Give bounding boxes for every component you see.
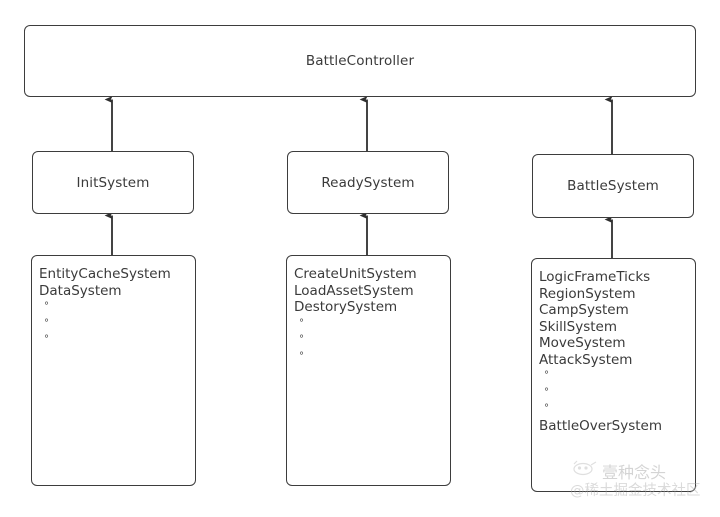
list-item: LoadAssetSystem — [294, 282, 414, 299]
node-init-system-label: InitSystem — [76, 174, 150, 191]
list-item: EntityCacheSystem — [39, 266, 171, 282]
list-item: AttackSystem — [539, 351, 633, 368]
list-item: MoveSystem — [539, 335, 626, 351]
list-item: DestorySystem — [294, 299, 398, 315]
ellipsis-dot-icon — [539, 368, 695, 385]
ellipsis-dot-icon — [539, 401, 695, 418]
node-ready-system[interactable]: ReadySystem — [287, 151, 449, 214]
ellipsis-dot-icon — [294, 316, 450, 333]
list-item: LogicFrameTicks — [539, 269, 651, 285]
list-item: DataSystem — [39, 282, 122, 299]
node-ready-system-label: ReadySystem — [321, 174, 415, 191]
list-item: CampSystem — [539, 302, 629, 318]
ellipsis-dot-icon — [39, 299, 195, 316]
list-item: BattleOverSystem — [539, 417, 662, 434]
ellipsis-dot-icon — [294, 332, 450, 349]
node-battle-controller[interactable]: BattleController — [24, 25, 696, 97]
ellipsis-dot-icon — [39, 316, 195, 333]
node-battle-system[interactable]: BattleSystem — [532, 154, 694, 218]
ellipsis-dot-icon — [39, 332, 195, 349]
ellipsis-dot-icon — [539, 385, 695, 402]
list-item: RegionSystem — [539, 285, 636, 302]
list-item: CreateUnitSystem — [294, 266, 417, 282]
ellipsis-dot-icon — [294, 349, 450, 366]
list-item: SkillSystem — [539, 318, 617, 335]
node-init-system[interactable]: InitSystem — [32, 151, 194, 214]
node-battle-controller-label: BattleController — [305, 53, 415, 69]
node-battle-system-label: BattleSystem — [567, 178, 659, 194]
